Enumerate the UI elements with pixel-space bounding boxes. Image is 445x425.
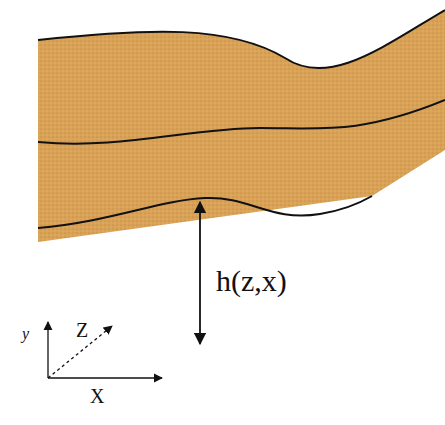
top-layer-line (38, 10, 445, 68)
axis-label: Z (76, 320, 88, 340)
slab-body (38, 10, 445, 242)
x-axis (48, 377, 162, 378)
height-label: h(z,x) (216, 266, 287, 296)
bottom-layer-line (38, 196, 372, 228)
middle-layer-line (38, 100, 445, 144)
axis-label: X (90, 386, 104, 406)
height-arrow (199, 202, 201, 344)
y-axis (47, 322, 48, 378)
axis-label: y (22, 326, 29, 342)
